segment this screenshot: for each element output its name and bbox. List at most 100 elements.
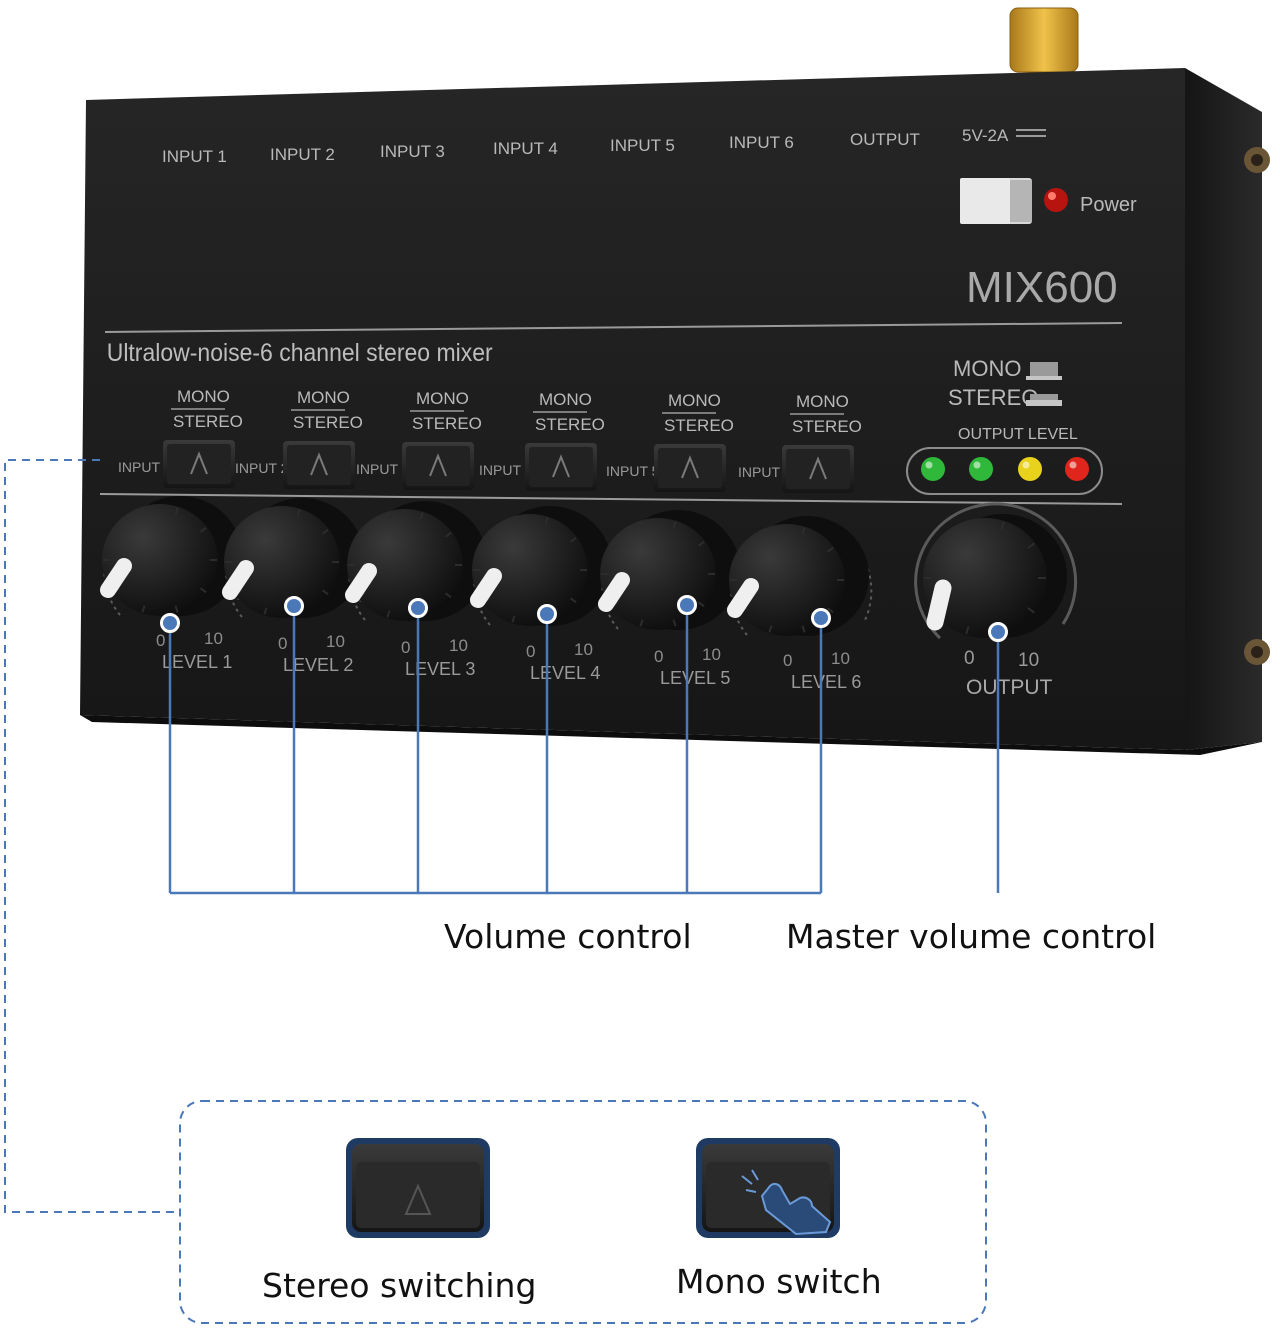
- channel-stereo-label: STEREO: [792, 417, 862, 436]
- scale-min-label: 0: [401, 638, 410, 657]
- output-scale-min: 0: [964, 648, 975, 669]
- channel-input-label: INPUT 5: [606, 463, 660, 479]
- master-stereo-label: STEREO: [948, 385, 1038, 410]
- output-knob-label: OUTPUT: [966, 676, 1053, 699]
- channel-stereo-label: STEREO: [664, 416, 734, 435]
- channel-stereo-label: STEREO: [293, 413, 363, 432]
- triangle-icon: [429, 453, 447, 477]
- triangle-icon: [310, 452, 328, 476]
- mode-switch-icon: [1026, 362, 1062, 406]
- scale-max-label: 10: [574, 640, 593, 659]
- channel-input-label: INPUT 4: [479, 462, 533, 478]
- dashed-callout-line: [4, 459, 180, 1213]
- switch-detail-box: [179, 1100, 987, 1324]
- callout-dot: [540, 607, 554, 621]
- mono-switch-caption: Mono switch: [676, 1262, 882, 1301]
- panel-divider: [104, 322, 1123, 333]
- output-level-meter: [906, 447, 1103, 495]
- channel-level-label: LEVEL 6: [791, 672, 861, 692]
- channel-input-label: INPUT 1: [118, 459, 172, 475]
- channel-mode-button[interactable]: [283, 441, 355, 489]
- channel-stereo-label: STEREO: [173, 412, 243, 431]
- callout-dot: [411, 601, 425, 615]
- channel-stereo-label: STEREO: [412, 414, 482, 433]
- power-led-icon: [1044, 188, 1068, 212]
- master-mono-label: MONO: [953, 356, 1021, 381]
- dc-symbol-icon: [1016, 129, 1046, 137]
- output-level-led-icon: [1018, 457, 1042, 481]
- model-name: MIX600: [966, 263, 1118, 312]
- scale-max-label: 10: [702, 645, 721, 664]
- channel-mono-label: MONO: [796, 392, 849, 411]
- channel-volume-knob[interactable]: [100, 496, 246, 616]
- callout-dot: [814, 611, 828, 625]
- master-volume-control-caption: Master volume control: [786, 917, 1156, 956]
- top-jack-label: INPUT 4: [493, 139, 558, 158]
- scale-min-label: 0: [278, 634, 287, 653]
- channel-mode-button[interactable]: [654, 444, 726, 492]
- top-jack-label: OUTPUT: [850, 130, 920, 149]
- top-jack-label: INPUT 3: [380, 142, 445, 161]
- scale-min-label: 0: [654, 647, 663, 666]
- side-screw-icon: [1244, 147, 1270, 665]
- callout-dot: [991, 625, 1005, 639]
- callout-lines: [4, 459, 1008, 1213]
- channel-volume-knob[interactable]: [727, 516, 873, 636]
- scale-max-label: 10: [204, 629, 223, 648]
- callout-dot: [163, 616, 177, 630]
- led-highlight: [925, 461, 933, 469]
- output-level-led-icon: [921, 457, 945, 481]
- scale-max-label: 10: [449, 636, 468, 655]
- scale-min-label: 0: [156, 631, 165, 650]
- power-switch[interactable]: [960, 178, 1032, 224]
- knob-pointer: [727, 578, 759, 618]
- knob-pointer: [345, 563, 377, 603]
- knob-divider: [99, 493, 1123, 505]
- channel-mode-button[interactable]: [163, 440, 235, 488]
- master-volume-knob[interactable]: [914, 502, 1078, 640]
- channel-mode-button[interactable]: [525, 443, 597, 491]
- output-level-led-icon: [969, 457, 993, 481]
- callout-dot: [680, 598, 694, 612]
- power-label: Power: [1080, 194, 1137, 216]
- channel-level-label: LEVEL 5: [660, 668, 730, 688]
- scale-min-label: 0: [783, 651, 792, 670]
- knob-pointer: [926, 579, 952, 631]
- output-level-led-icon: [1065, 457, 1089, 481]
- top-jack-label: INPUT 5: [610, 136, 675, 155]
- channel-input-label: INPUT 1: [738, 464, 792, 480]
- channel-mono-label: MONO: [416, 389, 469, 408]
- stereo-switching-caption: Stereo switching: [262, 1266, 536, 1305]
- knob-pointer: [598, 572, 630, 612]
- scale-max-label: 10: [831, 649, 850, 668]
- knob-pointer: [222, 560, 254, 600]
- volume-control-caption: Volume control: [444, 917, 692, 956]
- scale-min-label: 0: [526, 642, 535, 661]
- channel-level-label: LEVEL 3: [405, 659, 475, 679]
- top-jack-label: INPUT 6: [729, 133, 794, 152]
- led-highlight: [1022, 461, 1030, 469]
- channel-mode-button[interactable]: [782, 445, 854, 493]
- channel-volume-knob[interactable]: [345, 501, 491, 621]
- output-level-leds: [921, 457, 1089, 481]
- triangle-icon: [809, 456, 827, 480]
- channel-mono-label: MONO: [668, 391, 721, 410]
- output-scale-max: 10: [1018, 650, 1039, 671]
- channel-input-label: INPUT 2: [235, 460, 289, 476]
- channel-mode-button[interactable]: [402, 442, 474, 490]
- led-highlight: [973, 461, 981, 469]
- top-jack-label: 5V-2A: [962, 126, 1009, 145]
- channel-input-label: INPUT 3: [356, 461, 410, 477]
- channel-mono-label: MONO: [297, 388, 350, 407]
- callout-dot: [287, 599, 301, 613]
- top-jack-label: INPUT 2: [270, 145, 335, 164]
- channel-stereo-label: STEREO: [535, 415, 605, 434]
- channel-volume-knob[interactable]: [222, 498, 368, 618]
- stereo-switch-button[interactable]: [346, 1138, 490, 1238]
